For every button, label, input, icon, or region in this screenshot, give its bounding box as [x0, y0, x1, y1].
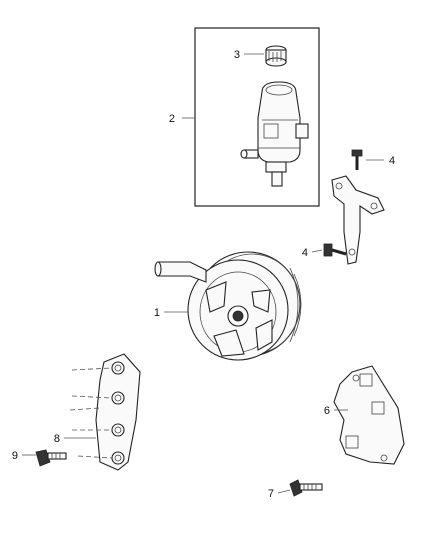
bolt-upper [351, 149, 363, 170]
pump-bracket-right [333, 365, 405, 465]
callout-4-upper: 4 [389, 155, 395, 167]
callout-1: 1 [154, 307, 160, 319]
fluid-reservoir [240, 81, 309, 187]
callout-7: 7 [268, 488, 274, 500]
reservoir-cap [265, 45, 287, 67]
bolt-lower [323, 243, 347, 257]
leader-lines [22, 53, 384, 494]
callout-4-lower: 4 [302, 247, 308, 259]
bolt-part-7 [289, 479, 323, 497]
reservoir-inset-box [194, 27, 320, 207]
callout-2: 2 [169, 113, 175, 125]
pump-bracket-left [69, 353, 141, 471]
reservoir-bracket [331, 175, 385, 265]
callout-8: 8 [54, 433, 60, 445]
power-steering-pump [154, 251, 302, 361]
callout-6: 6 [324, 405, 330, 417]
callout-9: 9 [12, 450, 18, 462]
callout-3: 3 [234, 49, 240, 61]
bolt-part-9 [35, 449, 67, 467]
